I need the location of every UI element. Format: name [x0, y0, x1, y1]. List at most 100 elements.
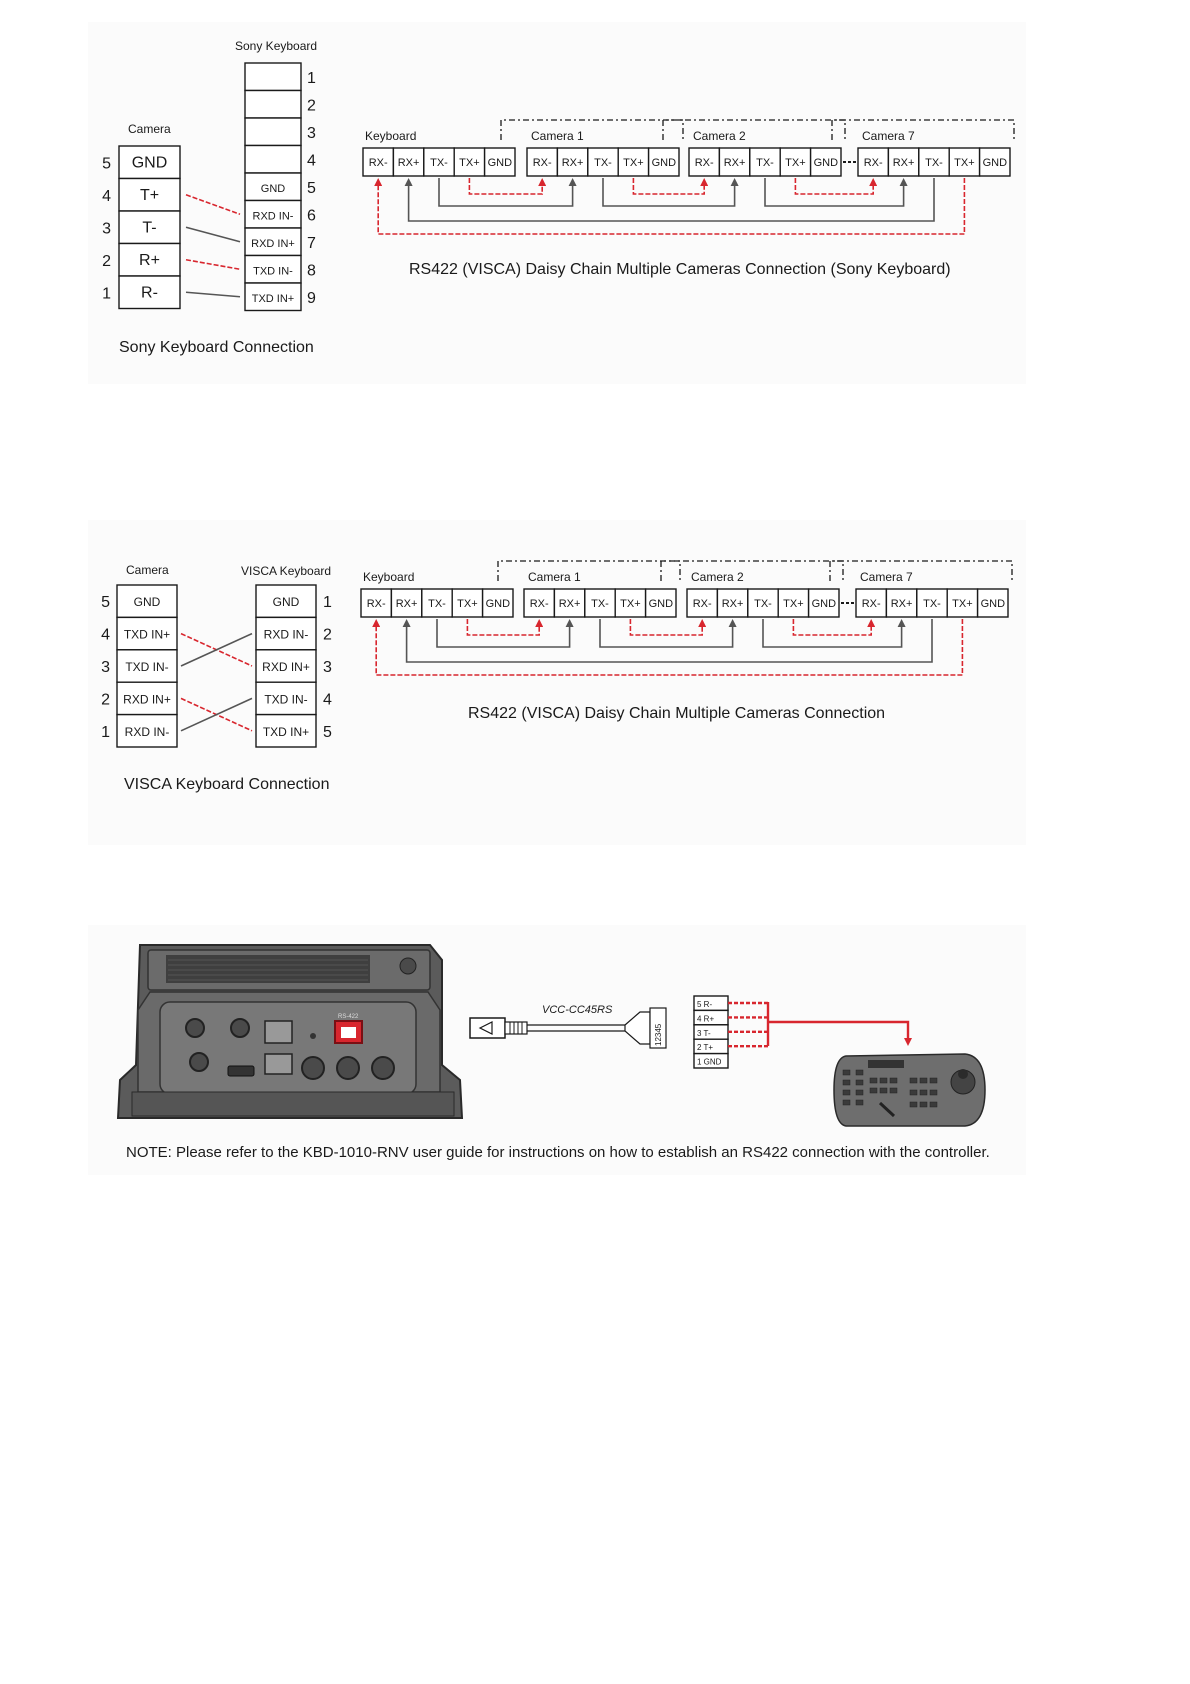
visca-camera-pin-number: 2: [101, 691, 110, 708]
visca-keyboard-title: VISCA Keyboard: [241, 564, 331, 578]
chain-terminal-TX-: [584, 588, 616, 618]
chain-terminal-label: RX+: [562, 157, 584, 169]
sony-keyboard-pin-label: TXD IN+: [252, 293, 294, 305]
sony-keyboard-pin-1: [244, 62, 302, 92]
visca-keyboard-pin-number: 5: [323, 724, 332, 741]
sony-keyboard-pin-number: 1: [307, 70, 316, 87]
cable-model-label: VCC-CC45RS: [542, 1004, 613, 1016]
terminal-strip: 5 R-4 R+3 T-2 T+1 GND: [693, 995, 912, 1069]
terminal-pin-label: 4 R+: [697, 1014, 714, 1023]
chain-wire-gray: [599, 619, 737, 648]
chain-terminal-label: RX-: [367, 598, 386, 610]
chain-wire-gray: [762, 619, 906, 648]
chain-wire-gray: [602, 178, 739, 207]
chain-wire-red: [794, 178, 878, 195]
chain-return-red: [374, 178, 966, 235]
visca-camera-pin-number: 4: [101, 627, 110, 644]
visca-camera-pin-1: [116, 713, 178, 748]
sony-camera-pin-label: T+: [140, 187, 159, 204]
visca-camera-pin-5: [116, 584, 178, 619]
visca-keyboard-pin-label: GND: [273, 595, 300, 609]
chain-terminal-TX-: [747, 588, 779, 618]
sony-keyboard-pin-number: 5: [307, 180, 316, 197]
controller-wire: [768, 1020, 912, 1046]
camera-rear-panel: RS-422: [116, 944, 464, 1119]
sony-keyboard-pin-label: GND: [261, 183, 286, 195]
chain-wire-gray: [436, 619, 574, 648]
visca-keyboard-pin-number: 4: [323, 691, 332, 708]
chain-terminal-label: TX-: [591, 598, 609, 610]
chain-terminal-label: RX+: [396, 598, 418, 610]
chain-terminal-label: GND: [981, 598, 1006, 610]
chain-terminal-label: RX+: [724, 157, 746, 169]
visca-camera-pin-2: [116, 681, 178, 716]
chain-terminal-RX-: [523, 588, 556, 618]
crossover-wire: [185, 258, 241, 271]
terminal-pin-label: 3 T-: [697, 1029, 711, 1038]
chain-wire-red: [792, 619, 876, 636]
rs422-cable: 12345 VCC-CC45RS: [469, 1004, 667, 1049]
sony-keyboard-pin-number: 4: [307, 152, 316, 169]
chain-terminal-label: TX+: [952, 598, 972, 610]
chain-terminal-label: RX-: [530, 598, 549, 610]
chain-terminal-label: RX+: [398, 157, 420, 169]
chain-terminal-label: TX-: [428, 598, 446, 610]
chain-group-label: Keyboard: [365, 129, 416, 143]
sony-keyboard-pin-9: [244, 282, 302, 312]
chain-terminal-RX-: [857, 147, 890, 177]
chain-terminal-label: TX-: [756, 157, 774, 169]
chain-terminal-GND: [809, 147, 842, 177]
chain-terminal-label: TX+: [459, 157, 479, 169]
visca-camera-pin-3: [116, 649, 178, 683]
visca-camera-pin-number: 3: [101, 659, 110, 676]
chain-terminal-GND: [481, 588, 514, 618]
chain-return-gray: [402, 619, 933, 663]
chain-terminal-label: GND: [814, 157, 839, 169]
sony-keyboard-pin-number: 8: [307, 262, 316, 279]
connector-1-icon: [185, 1018, 205, 1038]
sony-camera-pin-label: R+: [139, 252, 160, 269]
cable-pin-numbers: 12345: [654, 1023, 663, 1046]
chain-group-label: Camera 2: [693, 129, 746, 143]
visca-keyboard-pin-label: TXD IN-: [264, 692, 307, 706]
chain-wire-red: [632, 178, 709, 195]
visca-crossover-wires: [180, 632, 253, 732]
chain-group-label: Camera 2: [691, 570, 744, 584]
camera-group-bracket: [829, 560, 1013, 581]
sony-crossover-wires: [185, 193, 241, 298]
visca-camera-pin-4: [116, 616, 178, 651]
visca-keyboard-pin-label: RXD IN-: [264, 628, 309, 642]
chain-terminal-TX-: [587, 147, 619, 177]
sony-camera-pin-number: 1: [102, 285, 111, 302]
sony-camera-pin-number: 5: [102, 155, 111, 172]
chain-group-label: Camera 7: [862, 129, 915, 143]
chain-terminal-RX+: [887, 147, 920, 177]
chain-terminal-RX+: [885, 588, 918, 618]
chain-terminal-RX-: [362, 147, 395, 177]
camera-group-bracket: [500, 119, 684, 140]
chain-terminal-label: GND: [652, 157, 677, 169]
visca-camera-pin-label: TXD IN+: [124, 628, 170, 642]
chain-terminal-label: RX-: [864, 157, 883, 169]
sony-camera-pin-1: [118, 275, 181, 310]
chain-terminal-label: GND: [649, 598, 674, 610]
sony-keyboard-pin-label: RXD IN+: [251, 238, 295, 250]
chain-terminal-label: RX-: [693, 598, 712, 610]
sony-keyboard-title: Sony Keyboard: [235, 39, 317, 53]
crossover-wire: [185, 193, 241, 216]
sony-keyboard-pin-label: RXD IN-: [253, 210, 294, 222]
chain-terminal-label: TX+: [954, 157, 974, 169]
sony-camera-pin-label: R-: [141, 284, 158, 301]
sony-keyboard-pin-number: 6: [307, 207, 316, 224]
terminal-pin: [693, 1052, 729, 1069]
sony-camera-pin-3: [118, 210, 181, 245]
visca-camera-pin-label: TXD IN-: [125, 660, 168, 674]
camera-group-bracket: [660, 560, 844, 581]
chain-terminal-RX+: [556, 147, 589, 177]
bnc-connector-3-icon: [371, 1056, 395, 1080]
chain-terminal-TX-: [423, 147, 455, 177]
crossover-wire: [185, 291, 241, 298]
terminal-pin-label: 2 T+: [697, 1043, 713, 1052]
